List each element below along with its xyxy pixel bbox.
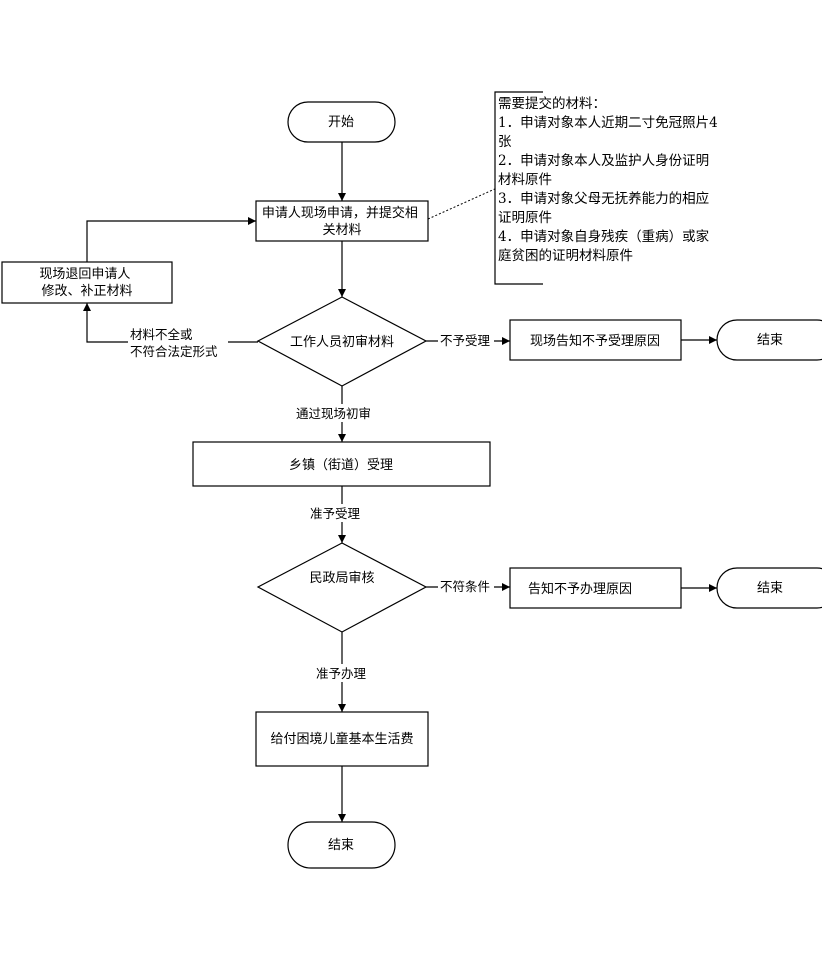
pay-node-label: 给付困境儿童基本生活费 [270,731,413,747]
notify-reject-node [509,319,682,361]
edge-label-bg-pass [294,404,382,422]
notify-deny-label: 告知不予办理原因 [528,581,632,597]
edge-note-link [427,187,498,220]
civil-decision-label: 民政局审核 [309,571,374,586]
edge-label-incomplete: 材料不全或 不符合法定形式 [130,327,218,359]
edge-label-pass-review: 通过现场初审 [296,406,371,421]
review-decision-label: 工作人员初审材料 [290,335,394,350]
edge-return-apply [86,217,256,262]
return-node-label: 现场退回申请人 修改、补正材料 [39,267,134,299]
start-node-label: 开始 [328,115,354,130]
notify-reject-label: 现场告知不予受理原因 [530,333,660,349]
end-node-2 [716,567,822,609]
edge-label-not-accepted: 不予受理 [440,333,491,348]
note-text: 需要提交的材料： 1．申请对象本人近期二寸免冠照片4 张 2．申请对象本人及监护… [498,95,722,264]
start-node [287,101,396,143]
edge-label-bg-not-accepted [438,333,494,349]
end-node-1 [716,319,822,361]
end-node-2-label: 结束 [757,581,783,596]
end-node-3 [287,821,396,869]
edge-label-bg-not-eligible [438,579,494,595]
end-node-1-label: 结束 [757,333,783,348]
edge-label-not-eligible: 不符条件 [440,579,490,594]
edge-label-accept: 准予受理 [310,506,361,521]
edge-label-approve: 准予办理 [316,666,367,681]
edge-label-bg-approve [314,664,370,682]
note-bracket [494,91,543,285]
civil-decision [256,542,428,633]
town-node [192,441,491,487]
notify-deny-node [509,567,682,609]
edge-label-bg-accept [308,504,368,522]
pay-node [255,711,429,767]
end-node-3-label: 结束 [328,838,354,853]
apply-node-label: 申请人现场申请，并提交相 关材料 [262,205,422,238]
town-node-label: 乡镇（街道）受理 [289,458,393,473]
return-node [1,261,173,304]
review-decision [256,296,428,387]
apply-node [255,200,429,242]
edge-label-bg-incomplete [128,326,228,360]
